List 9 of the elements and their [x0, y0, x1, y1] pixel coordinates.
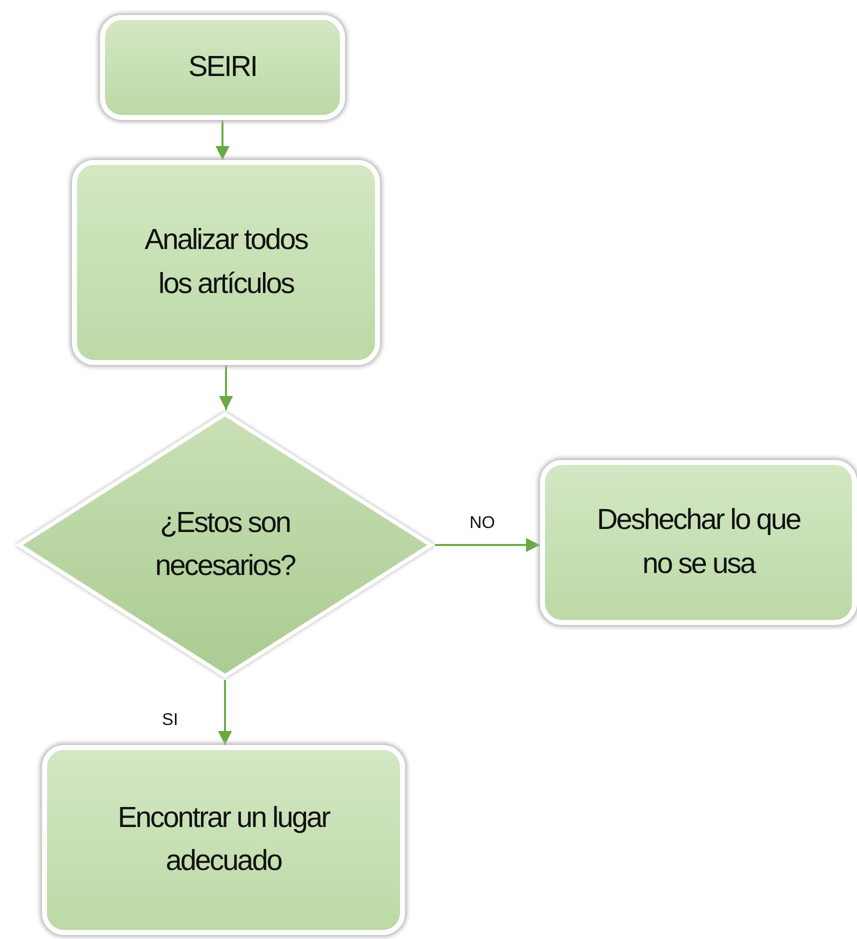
- node-text: SEIRI: [188, 50, 257, 85]
- node-text: Encontrar un lugar adecuado: [116, 800, 331, 879]
- arrow: [219, 365, 233, 410]
- arrow: [435, 538, 540, 552]
- node-text: ¿Estos son necesarios?: [154, 506, 296, 584]
- arrow: [216, 120, 230, 160]
- arrow: [218, 680, 232, 745]
- node-text: Analizar todos los artículos: [144, 223, 309, 302]
- node-text: Deshechar lo que no se usa: [596, 503, 802, 582]
